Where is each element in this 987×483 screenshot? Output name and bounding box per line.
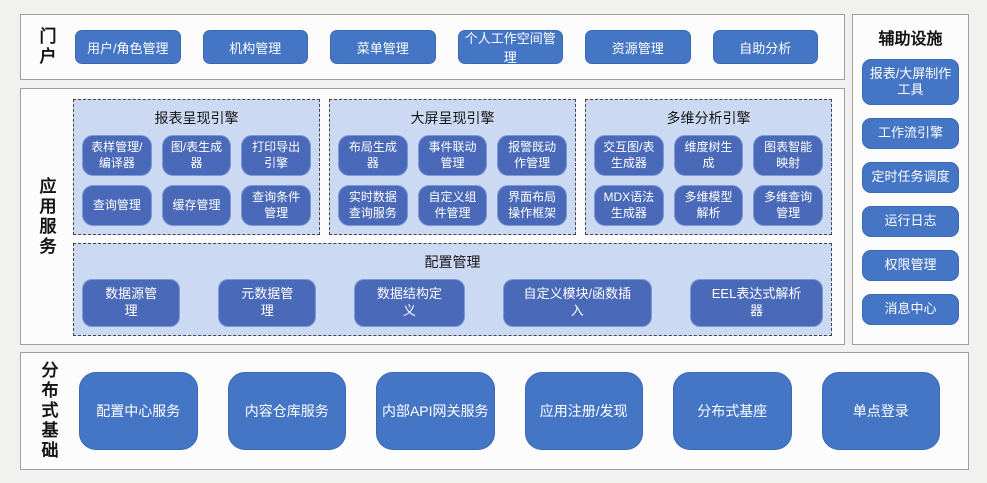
app-services-content: 报表呈现引擎 表样管理/编译器 图/表生成器 打印导出引擎 查询管理 缓存管理 …	[71, 89, 844, 344]
config-button-row: 数据源管理 元数据管理 数据结构定义 自定义模块/函数插入 EEL表达式解析器	[82, 279, 824, 327]
foundation-item-content-repo[interactable]: 内容仓库服务	[227, 372, 346, 450]
config-item-datasource[interactable]: 数据源管理	[82, 279, 181, 327]
portal-label-column: 门户	[21, 15, 71, 79]
engine-item-layout-generator[interactable]: 布局生成器	[338, 135, 408, 177]
config-panel: 配置管理 数据源管理 元数据管理 数据结构定义 自定义模块/函数插入 EEL表达…	[73, 243, 832, 336]
aux-item-report-screen-tool[interactable]: 报表/大屏制作工具	[862, 59, 959, 105]
auxiliary-section: 辅助设施 报表/大屏制作工具 工作流引擎 定时任务调度 运行日志 权限管理 消息…	[852, 14, 969, 345]
screen-engine-grid: 布局生成器 事件联动管理 报警既动作管理 实时数据查询服务 自定义组件管理 界面…	[338, 135, 567, 227]
portal-item-self-analysis[interactable]: 自助分析	[712, 30, 818, 64]
engine-item-interactive-chart[interactable]: 交互图/表生成器	[594, 135, 664, 177]
engine-item-model-parse[interactable]: 多维模型解析	[673, 185, 744, 227]
auxiliary-list: 报表/大屏制作工具 工作流引擎 定时任务调度 运行日志 权限管理 消息中心	[862, 59, 959, 334]
portal-label: 门户	[36, 27, 56, 67]
portal-item-user-role[interactable]: 用户/角色管理	[75, 30, 181, 64]
foundation-button-row: 配置中心服务 内容仓库服务 内部API网关服务 应用注册/发现 分布式基座 单点…	[75, 353, 968, 469]
report-engine-grid: 表样管理/编译器 图/表生成器 打印导出引擎 查询管理 缓存管理 查询条件管理	[82, 135, 311, 227]
aux-item-task-scheduler[interactable]: 定时任务调度	[862, 162, 959, 193]
foundation-item-config-center[interactable]: 配置中心服务	[79, 372, 198, 450]
foundation-label-column: 分布式基础	[21, 353, 75, 469]
app-services-label: 应用服务	[36, 176, 56, 257]
config-item-custom-module[interactable]: 自定义模块/函数插入	[502, 279, 653, 327]
portal-item-resource[interactable]: 资源管理	[585, 30, 691, 64]
auxiliary-title: 辅助设施	[878, 31, 943, 48]
screen-engine-title: 大屏呈现引擎	[410, 110, 495, 126]
portal-section: 门户 用户/角色管理 机构管理 菜单管理 个人工作空间管理 资源管理 自助分析	[20, 14, 845, 80]
engine-item-chart-generator[interactable]: 图/表生成器	[161, 135, 232, 177]
engine-item-cache-mgmt[interactable]: 缓存管理	[161, 185, 232, 227]
engine-item-realtime-query[interactable]: 实时数据查询服务	[338, 185, 408, 227]
engine-item-custom-component[interactable]: 自定义组件管理	[417, 185, 488, 227]
foundation-label: 分布式基础	[38, 361, 58, 461]
config-item-metadata[interactable]: 元数据管理	[218, 279, 317, 327]
engine-item-mdx-syntax[interactable]: MDX语法生成器	[594, 185, 664, 227]
engine-item-event-linkage[interactable]: 事件联动管理	[417, 135, 488, 177]
aux-item-workflow-engine[interactable]: 工作流引擎	[862, 118, 959, 149]
foundation-item-sso[interactable]: 单点登录	[821, 372, 940, 450]
engine-item-dimension-tree[interactable]: 维度树生成	[673, 135, 744, 177]
config-title: 配置管理	[424, 254, 481, 271]
aux-item-run-log[interactable]: 运行日志	[862, 206, 959, 237]
engine-row: 报表呈现引擎 表样管理/编译器 图/表生成器 打印导出引擎 查询管理 缓存管理 …	[73, 99, 832, 236]
foundation-item-app-registry[interactable]: 应用注册/发现	[524, 372, 643, 450]
portal-item-workspace[interactable]: 个人工作空间管理	[457, 30, 563, 65]
engine-item-query-condition[interactable]: 查询条件管理	[241, 185, 311, 227]
engine-item-md-query[interactable]: 多维查询管理	[753, 185, 823, 227]
engine-item-query-mgmt[interactable]: 查询管理	[82, 185, 152, 227]
olap-engine-title: 多维分析引擎	[666, 110, 751, 126]
report-engine-panel: 报表呈现引擎 表样管理/编译器 图/表生成器 打印导出引擎 查询管理 缓存管理 …	[73, 99, 320, 236]
portal-button-row: 用户/角色管理 机构管理 菜单管理 个人工作空间管理 资源管理 自助分析	[71, 15, 844, 79]
engine-item-chart-mapping[interactable]: 图表智能映射	[753, 135, 823, 177]
screen-engine-panel: 大屏呈现引擎 布局生成器 事件联动管理 报警既动作管理 实时数据查询服务 自定义…	[329, 99, 576, 236]
portal-item-menu[interactable]: 菜单管理	[330, 30, 436, 64]
config-item-data-structure[interactable]: 数据结构定义	[354, 279, 465, 327]
engine-item-alarm-action[interactable]: 报警既动作管理	[497, 135, 567, 177]
report-engine-title: 报表呈现引擎	[154, 110, 239, 126]
foundation-item-distributed-base[interactable]: 分布式基座	[673, 372, 792, 450]
app-services-label-column: 应用服务	[21, 89, 71, 344]
aux-item-permission[interactable]: 权限管理	[862, 250, 959, 281]
olap-engine-panel: 多维分析引擎 交互图/表生成器 维度树生成 图表智能映射 MDX语法生成器 多维…	[585, 99, 832, 236]
engine-item-ui-layout-framework[interactable]: 界面布局操作框架	[497, 185, 567, 227]
aux-item-message-center[interactable]: 消息中心	[862, 294, 959, 325]
olap-engine-grid: 交互图/表生成器 维度树生成 图表智能映射 MDX语法生成器 多维模型解析 多维…	[594, 135, 823, 227]
config-item-eel-parser[interactable]: EEL表达式解析器	[690, 279, 824, 327]
foundation-item-api-gateway[interactable]: 内部API网关服务	[376, 372, 495, 450]
engine-item-style-compiler[interactable]: 表样管理/编译器	[82, 135, 152, 177]
app-services-section: 应用服务 报表呈现引擎 表样管理/编译器 图/表生成器 打印导出引擎 查询管理 …	[20, 88, 845, 345]
portal-item-org[interactable]: 机构管理	[202, 30, 308, 64]
engine-item-print-export[interactable]: 打印导出引擎	[241, 135, 311, 177]
foundation-section: 分布式基础 配置中心服务 内容仓库服务 内部API网关服务 应用注册/发现 分布…	[20, 352, 969, 470]
